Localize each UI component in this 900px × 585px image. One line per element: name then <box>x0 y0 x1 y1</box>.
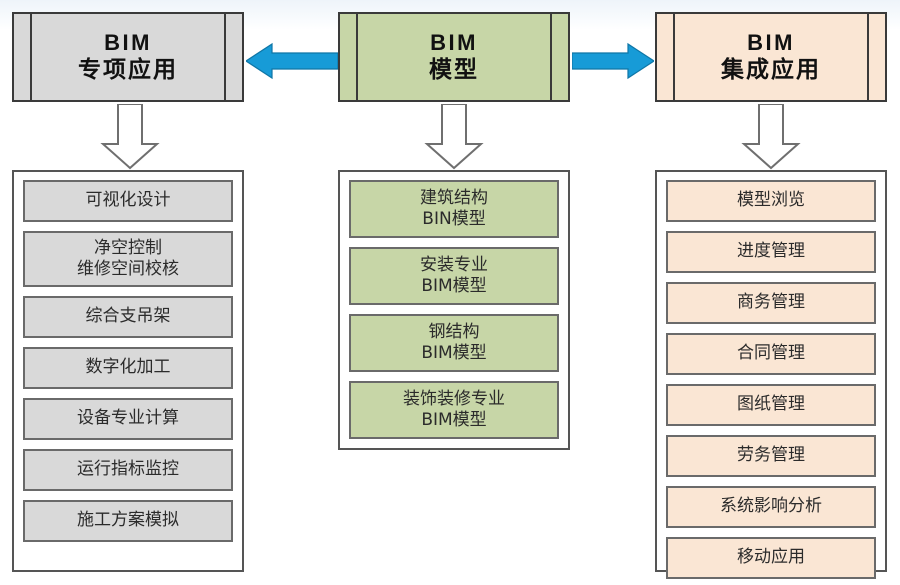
header-box-integrated[interactable]: BIM 集成应用 <box>655 12 887 102</box>
list-item[interactable]: 商务管理 <box>666 282 876 324</box>
header-strip-left <box>30 14 32 100</box>
list-item[interactable]: 可视化设计 <box>23 180 233 222</box>
header-title-integrated: BIM 集成应用 <box>721 30 821 85</box>
list-item-line1: 劳务管理 <box>737 445 805 466</box>
header-cn-integrated: 集成应用 <box>721 57 821 84</box>
list-item[interactable]: 装饰装修专业 BIM模型 <box>349 381 559 439</box>
header-en-model: BIM <box>430 29 478 55</box>
header-strip-left <box>356 14 358 100</box>
list-item[interactable]: 模型浏览 <box>666 180 876 222</box>
list-item[interactable]: 移动应用 <box>666 537 876 579</box>
header-title-special: BIM 专项应用 <box>78 30 178 85</box>
list-item[interactable]: 运行指标监控 <box>23 449 233 491</box>
list-item-line1: 净空控制 <box>94 237 162 258</box>
header-en-integrated: BIM <box>747 29 795 55</box>
list-item[interactable]: 劳务管理 <box>666 435 876 477</box>
header-strip-right <box>867 14 869 100</box>
list-item-line1: 系统影响分析 <box>720 496 822 517</box>
header-cn-model: 模型 <box>429 57 479 84</box>
list-item[interactable]: 建筑结构 BIN模型 <box>349 180 559 238</box>
list-item-line2: BIM模型 <box>421 410 487 430</box>
list-item[interactable]: 综合支吊架 <box>23 296 233 338</box>
arrow-down-icon-special <box>100 104 160 170</box>
header-strip-right <box>550 14 552 100</box>
header-cn-special: 专项应用 <box>78 57 178 84</box>
list-item-line1: 运行指标监控 <box>77 459 179 480</box>
list-item-line1: 安装专业 <box>420 254 488 275</box>
list-box-model: 建筑结构 BIN模型 安装专业 BIM模型 钢结构 BIM模型 装饰装修专业 <box>338 170 570 450</box>
arrow-left-icon-model-to-special <box>246 42 338 80</box>
list-item-line1: 数字化加工 <box>85 357 171 378</box>
list-item[interactable]: 数字化加工 <box>23 347 233 389</box>
list-item-line1: 合同管理 <box>737 343 805 364</box>
list-item-line1: 进度管理 <box>737 241 805 262</box>
list-item-line1: 图纸管理 <box>737 394 805 415</box>
list-item[interactable]: 安装专业 BIM模型 <box>349 247 559 305</box>
header-en-special: BIM <box>104 29 152 55</box>
header-title-model: BIM 模型 <box>429 30 479 85</box>
header-box-model[interactable]: BIM 模型 <box>338 12 570 102</box>
list-item-line2: BIM模型 <box>421 276 487 296</box>
list-item-line2: 维修空间校核 <box>77 259 179 279</box>
arrow-right-icon-model-to-integrated <box>572 42 654 80</box>
list-item-line1: 建筑结构 <box>420 187 488 208</box>
list-item[interactable]: 合同管理 <box>666 333 876 375</box>
list-item[interactable]: 设备专业计算 <box>23 398 233 440</box>
list-item-line1: 施工方案模拟 <box>77 510 179 531</box>
arrow-down-icon-integrated <box>741 104 801 170</box>
arrow-down-icon-model <box>424 104 484 170</box>
list-item-line1: 模型浏览 <box>737 190 805 211</box>
list-box-special: 可视化设计 净空控制 维修空间校核 综合支吊架 数字化加工 设备专业计算 运行指… <box>12 170 244 572</box>
list-item-line1: 装饰装修专业 <box>403 388 505 409</box>
header-box-special[interactable]: BIM 专项应用 <box>12 12 244 102</box>
list-item[interactable]: 进度管理 <box>666 231 876 273</box>
list-item-line2: BIN模型 <box>422 209 486 229</box>
list-item-line1: 移动应用 <box>737 547 805 568</box>
list-item-line1: 综合支吊架 <box>85 306 171 327</box>
list-item[interactable]: 钢结构 BIM模型 <box>349 314 559 372</box>
header-strip-left <box>673 14 675 100</box>
list-item-line1: 钢结构 <box>428 321 480 342</box>
header-strip-right <box>224 14 226 100</box>
list-item-line1: 可视化设计 <box>85 190 171 211</box>
list-item-line2: BIM模型 <box>421 343 487 363</box>
list-item[interactable]: 系统影响分析 <box>666 486 876 528</box>
list-item-line1: 商务管理 <box>737 292 805 313</box>
list-item[interactable]: 图纸管理 <box>666 384 876 426</box>
list-item[interactable]: 净空控制 维修空间校核 <box>23 231 233 287</box>
list-box-integrated: 模型浏览 进度管理 商务管理 合同管理 图纸管理 劳务管理 系统影响分析 移动应… <box>655 170 887 579</box>
list-item[interactable]: 施工方案模拟 <box>23 500 233 542</box>
list-item-line1: 设备专业计算 <box>77 408 179 429</box>
